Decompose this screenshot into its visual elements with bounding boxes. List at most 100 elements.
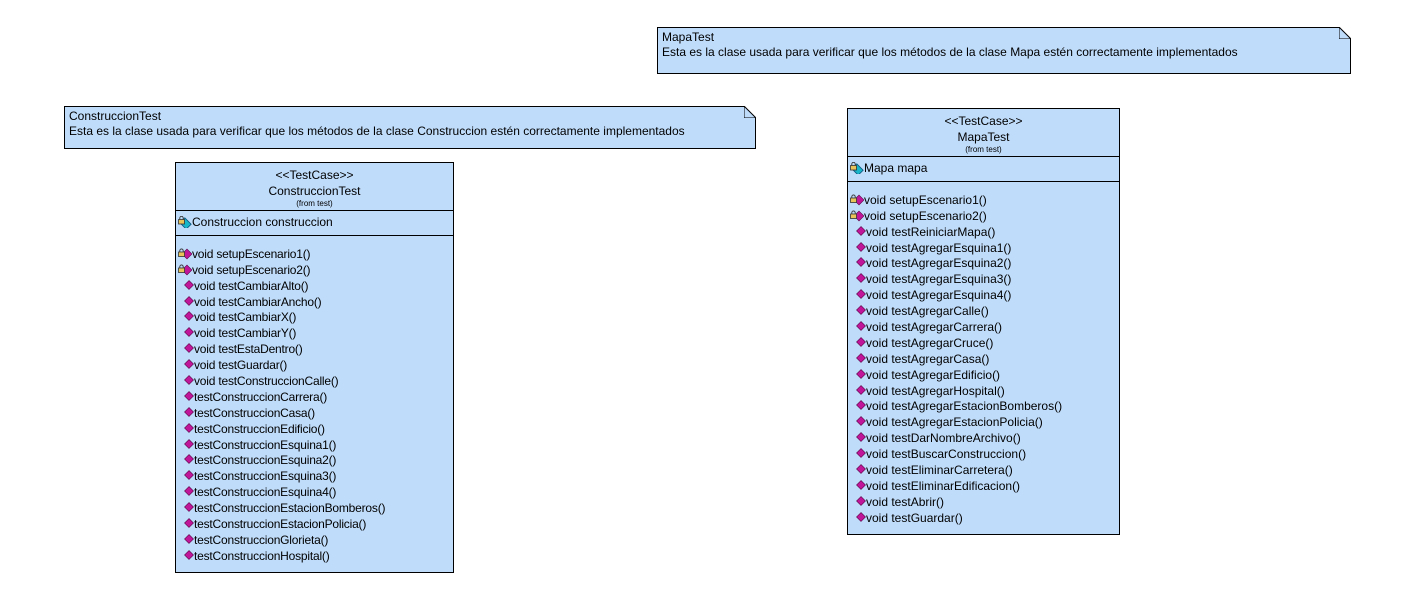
operation-text: void testAgregarCruce() bbox=[866, 335, 994, 350]
operation-text: testConstruccionHospital() bbox=[194, 548, 330, 563]
operation-row[interactable]: testConstruccionEstacionPolicia() bbox=[178, 516, 451, 532]
operation-text: void testEliminarEdificacion() bbox=[866, 478, 1021, 493]
operation-row[interactable]: void testDarNombreArchivo() bbox=[850, 430, 1117, 446]
operation-text: void testGuardar() bbox=[866, 510, 963, 525]
operation-row[interactable]: void testAbrir() bbox=[850, 494, 1117, 510]
operation-row[interactable]: void testConstruccionCalle() bbox=[178, 373, 451, 389]
operation-row[interactable]: void testAgregarEsquina1() bbox=[850, 240, 1117, 256]
operation-row[interactable]: testConstruccionCarrera() bbox=[178, 389, 451, 405]
operation-text: testConstruccionCasa() bbox=[194, 405, 315, 420]
operation-text: testConstruccionCarrera() bbox=[194, 389, 328, 404]
operation-row[interactable]: void setupEscenario1() bbox=[850, 192, 1117, 208]
operation-row[interactable]: void testCambiarY() bbox=[178, 325, 451, 341]
operation-row[interactable]: testConstruccionEsquina2() bbox=[178, 452, 451, 468]
operation-text: testConstruccionEsquina4() bbox=[194, 485, 337, 500]
public-operation-icon bbox=[184, 311, 194, 323]
note-construcciontest[interactable]: ConstruccionTest Esta es la clase usada … bbox=[64, 106, 756, 149]
class-stereotype: <<TestCase>> bbox=[944, 114, 1023, 128]
operation-text: void setupEscenario2() bbox=[192, 262, 311, 277]
operation-row[interactable]: void setupEscenario2() bbox=[850, 208, 1117, 224]
operation-text: void testAgregarEsquina4() bbox=[866, 288, 1012, 303]
operation-row[interactable]: void testGuardar() bbox=[178, 357, 451, 373]
public-operation-icon bbox=[184, 454, 194, 466]
private-attribute-icon bbox=[850, 161, 864, 174]
class-operations: void setupEscenario1()void setupEscenari… bbox=[176, 236, 453, 564]
class-construcciontest[interactable]: <<TestCase>> ConstruccionTest (from test… bbox=[175, 162, 454, 573]
operation-row[interactable]: void testAgregarEdificio() bbox=[850, 367, 1117, 383]
private-attribute-icon bbox=[178, 215, 192, 228]
operation-text: testConstruccionEdificio() bbox=[194, 421, 325, 436]
note-text: Esta es la clase usada para verificar qu… bbox=[69, 124, 685, 138]
operation-row[interactable]: testConstruccionEstacionBomberos() bbox=[178, 500, 451, 516]
operation-text: testConstruccionEstacionBomberos() bbox=[194, 501, 386, 516]
attribute-row[interactable]: Construccion construccion bbox=[178, 214, 451, 230]
operation-row[interactable]: void testCambiarX() bbox=[178, 309, 451, 325]
attribute-text: Construccion construccion bbox=[192, 214, 333, 229]
public-operation-icon bbox=[184, 279, 194, 292]
public-operation-icon bbox=[856, 225, 866, 238]
operation-row[interactable]: void testAgregarEstacionPolicia() bbox=[850, 414, 1117, 430]
operation-text: testConstruccionEstacionPolicia() bbox=[194, 516, 367, 531]
operation-text: testConstruccionEsquina1() bbox=[194, 437, 337, 452]
operation-text: void testAgregarEstacionPolicia() bbox=[866, 415, 1043, 430]
operation-row[interactable]: testConstruccionEsquina4() bbox=[178, 484, 451, 500]
public-operation-icon bbox=[856, 384, 866, 397]
operation-row[interactable]: void testAgregarCasa() bbox=[850, 351, 1117, 367]
operation-row[interactable]: void setupEscenario2() bbox=[178, 262, 451, 278]
operation-row[interactable]: testConstruccionHospital() bbox=[178, 548, 451, 564]
public-operation-icon bbox=[184, 295, 194, 308]
class-mapatest[interactable]: <<TestCase>> MapaTest (from test) Mapa m… bbox=[847, 108, 1120, 535]
operation-row[interactable]: testConstruccionEsquina3() bbox=[178, 468, 451, 484]
operation-text: void testAgregarCarrera() bbox=[866, 319, 1003, 334]
operation-row[interactable]: testConstruccionGlorieta() bbox=[178, 532, 451, 548]
operation-text: void testAgregarEsquina1() bbox=[866, 240, 1012, 255]
operation-text: testConstruccionEsquina2() bbox=[194, 453, 337, 468]
public-operation-icon bbox=[856, 321, 866, 333]
public-operation-icon bbox=[184, 549, 194, 562]
protected-operation-icon bbox=[850, 194, 864, 206]
operation-text: void testDarNombreArchivo() bbox=[866, 431, 1021, 446]
operation-text: void setupEscenario2() bbox=[864, 208, 987, 223]
operation-text: void testCambiarAncho() bbox=[194, 294, 322, 309]
note-mapatest[interactable]: MapaTest Esta es la clase usada para ver… bbox=[657, 27, 1351, 74]
class-header: <<TestCase>> MapaTest (from test) bbox=[848, 109, 1119, 157]
operation-row[interactable]: void testAgregarEsquina2() bbox=[850, 255, 1117, 271]
operation-row[interactable]: void testAgregarEstacionBomberos() bbox=[850, 398, 1117, 414]
note-title: ConstruccionTest bbox=[69, 109, 162, 123]
operation-row[interactable]: void testCambiarAlto() bbox=[178, 278, 451, 294]
operation-row[interactable]: void testEstaDentro() bbox=[178, 341, 451, 357]
operation-row[interactable]: void setupEscenario1() bbox=[178, 246, 451, 262]
operation-row[interactable]: void testAgregarCruce() bbox=[850, 335, 1117, 351]
operation-text: void testReiniciarMapa() bbox=[866, 224, 996, 239]
operation-row[interactable]: testConstruccionEsquina1() bbox=[178, 437, 451, 453]
operation-text: void setupEscenario1() bbox=[864, 192, 987, 207]
operation-row[interactable]: void testEliminarEdificacion() bbox=[850, 478, 1117, 494]
operation-row[interactable]: void testBuscarConstruccion() bbox=[850, 446, 1117, 462]
class-header: <<TestCase>> ConstruccionTest (from test… bbox=[176, 163, 453, 211]
operation-text: void setupEscenario1() bbox=[192, 246, 311, 261]
public-operation-icon bbox=[856, 368, 866, 381]
operation-row[interactable]: void testGuardar() bbox=[850, 510, 1117, 526]
operation-row[interactable]: void testAgregarEsquina4() bbox=[850, 287, 1117, 303]
operation-row[interactable]: testConstruccionEdificio() bbox=[178, 421, 451, 437]
operation-row[interactable]: void testEliminarCarretera() bbox=[850, 462, 1117, 478]
operation-row[interactable]: void testAgregarEsquina3() bbox=[850, 271, 1117, 287]
public-operation-icon bbox=[184, 375, 194, 387]
public-operation-icon bbox=[856, 479, 866, 492]
operation-text: void testAgregarCasa() bbox=[866, 351, 990, 366]
note-text: Esta es la clase usada para verificar qu… bbox=[662, 45, 1238, 59]
public-operation-icon bbox=[856, 305, 866, 317]
attribute-row[interactable]: Mapa mapa bbox=[850, 160, 1117, 176]
operation-text: void testAgregarEsquina2() bbox=[866, 256, 1012, 271]
operation-text: void testEstaDentro() bbox=[194, 342, 303, 357]
operation-row[interactable]: void testAgregarCarrera() bbox=[850, 319, 1117, 335]
public-operation-icon bbox=[856, 241, 866, 254]
operation-row[interactable]: testConstruccionCasa() bbox=[178, 405, 451, 421]
operation-row[interactable]: void testCambiarAncho() bbox=[178, 294, 451, 310]
public-operation-icon bbox=[184, 533, 194, 546]
operation-row[interactable]: void testAgregarCalle() bbox=[850, 303, 1117, 319]
public-operation-icon bbox=[856, 432, 866, 444]
operation-text: void testCambiarX() bbox=[194, 310, 297, 325]
operation-row[interactable]: void testAgregarHospital() bbox=[850, 383, 1117, 399]
operation-row[interactable]: void testReiniciarMapa() bbox=[850, 224, 1117, 240]
